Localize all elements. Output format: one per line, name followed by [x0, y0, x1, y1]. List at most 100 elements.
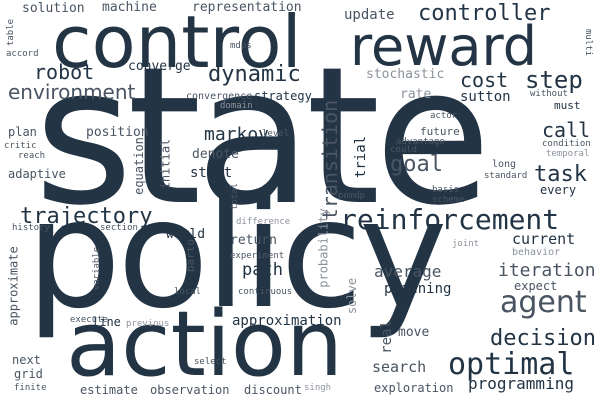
word-section: section: [100, 223, 138, 233]
word-long: long: [492, 159, 517, 170]
word-plan: plan: [8, 125, 37, 139]
word-execute: execute: [70, 315, 108, 325]
word-controller: controller: [418, 1, 551, 26]
word-next: next: [12, 353, 41, 367]
word-barto: barto: [184, 238, 198, 273]
word-convergence: convergence: [186, 91, 253, 102]
word-task: task: [534, 162, 587, 187]
word-previous: previous: [126, 319, 170, 329]
word-every: every: [540, 183, 577, 197]
word-control: control: [52, 0, 302, 84]
word-rate: rate: [400, 87, 432, 102]
word-start: start: [190, 165, 233, 181]
word-update: update: [344, 7, 395, 23]
word-step: step: [525, 66, 583, 94]
word-table: table: [6, 18, 17, 47]
word-multi: multi: [583, 28, 594, 57]
word-cost: cost: [460, 68, 509, 92]
word-must: must: [554, 99, 581, 112]
word-observation: observation: [150, 383, 230, 397]
word-path: path: [242, 260, 283, 280]
word-accord: accord: [6, 49, 39, 59]
word-domain: domain: [220, 101, 253, 111]
word-total: total: [230, 182, 241, 211]
word-move: move: [398, 325, 430, 340]
word-reward: reward: [350, 15, 538, 78]
word-basis: basis: [432, 185, 460, 195]
word-exploration: exploration: [374, 381, 454, 395]
word-discount: discount: [244, 383, 302, 397]
word-singh: singh: [304, 383, 332, 393]
word-position: position: [86, 125, 149, 140]
word-real: real: [378, 320, 395, 354]
word-experiment: experiment: [230, 251, 285, 261]
word-history: history: [12, 223, 50, 233]
word-average: average: [374, 262, 442, 281]
word-robot: robot: [34, 60, 95, 84]
word-transition: transition: [318, 99, 343, 221]
word-sutton: sutton: [460, 89, 511, 105]
word-decision: decision: [490, 326, 596, 351]
word-reinforcement: reinforcement: [340, 203, 560, 236]
word-return: return: [230, 233, 277, 248]
word-joint: joint: [452, 239, 480, 249]
word-converge: converge: [128, 59, 191, 74]
word-estimate: estimate: [80, 383, 138, 397]
word-reach: reach: [18, 151, 46, 161]
word-actor: actor: [430, 111, 458, 121]
word-current: current: [512, 230, 576, 248]
word-denote: denote: [192, 147, 239, 162]
word-finite: finite: [14, 383, 47, 393]
word-action: action: [66, 292, 344, 397]
word-level: level: [262, 129, 290, 139]
word-trial: trial: [353, 135, 370, 179]
word-agent: agent: [500, 285, 587, 320]
word-local: local: [174, 287, 202, 297]
word-dynamic: dynamic: [208, 62, 301, 87]
word-could: could: [390, 145, 418, 155]
word-scheme: scheme: [432, 195, 465, 205]
word-without: without: [530, 89, 568, 99]
word-programming: programming: [468, 374, 574, 393]
word-solve: solve: [345, 277, 360, 315]
word-continuous: continuous: [238, 287, 293, 297]
word-call: call: [542, 118, 591, 142]
word-approximation: approximation: [232, 313, 342, 329]
word-world: world: [166, 227, 206, 242]
word-policy: policy: [26, 168, 448, 342]
word-critic: critic: [4, 141, 37, 151]
word-state: state: [34, 26, 491, 247]
word-variable: variable: [92, 246, 103, 291]
word-grid: grid: [14, 367, 43, 381]
word-behavior: behavior: [512, 247, 561, 258]
word-condition: condition: [542, 139, 591, 149]
word-strategy: strategy: [254, 89, 312, 103]
word-expect: expect: [514, 279, 558, 293]
word-future: future: [420, 125, 460, 138]
word-temporal: temporal: [546, 149, 590, 159]
word-approximate: approximate: [6, 246, 21, 326]
word-probability: probability: [316, 208, 331, 288]
word-solution: solution: [22, 1, 85, 16]
word-stochastic: stochastic: [366, 67, 445, 82]
word-machine: machine: [102, 0, 157, 15]
word-equation: equation: [131, 137, 146, 195]
word-iteration: iteration: [498, 260, 596, 281]
word-advantage: advantage: [396, 137, 445, 147]
word-trajectory: trajectory: [20, 204, 153, 229]
word-select: select: [194, 357, 227, 367]
word-standard: standard: [484, 171, 528, 181]
word-line: line: [92, 315, 121, 329]
word-markov: markov: [204, 124, 270, 145]
word-initial: initial: [158, 138, 173, 190]
word-representation: representation: [192, 0, 302, 15]
word-mdps: mdps: [230, 41, 252, 51]
word-pomdp: pomdp: [338, 191, 366, 201]
word-search: search: [372, 358, 427, 376]
word-goal: goal: [390, 152, 443, 177]
word-optimal: optimal: [448, 347, 575, 382]
word-adaptive: adaptive: [8, 167, 66, 181]
word-difference: difference: [236, 217, 291, 227]
word-environment: environment: [8, 80, 136, 104]
